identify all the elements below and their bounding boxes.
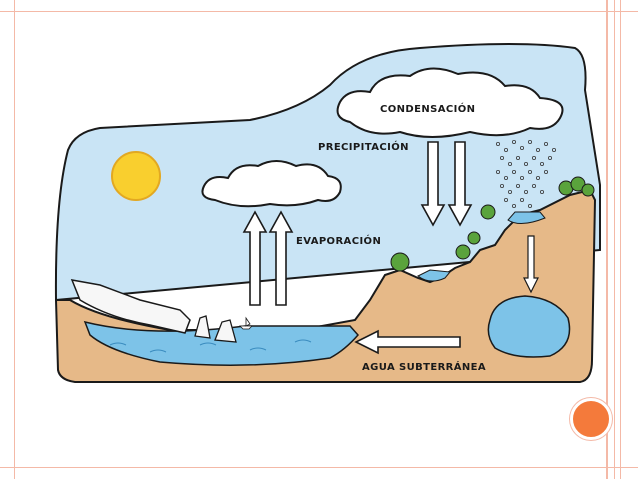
- white-cliffs: [70, 279, 191, 334]
- rain-drops: [495, 139, 557, 208]
- slide-border-right-3: [620, 0, 621, 479]
- slide-border-right-1: [606, 0, 608, 479]
- accent-dot: [570, 398, 612, 440]
- underground-reservoir: [487, 295, 571, 358]
- precipitation-arrow-1: [420, 141, 446, 227]
- label-evaporation: EVAPORACIÓN: [296, 234, 381, 247]
- sea-stack-1: [194, 315, 211, 339]
- infiltration-arrow: [523, 235, 539, 294]
- label-groundwater: AGUA SUBTERRÁNEA: [362, 360, 486, 373]
- sun-icon: [111, 151, 161, 201]
- label-precipitation: PRECIPITACIÓN: [318, 140, 409, 153]
- ocean-waves: [109, 339, 312, 353]
- slide-border-right-2: [614, 0, 615, 479]
- label-condensation: CONDENSACIÓN: [380, 102, 475, 115]
- slide-border-left: [14, 0, 15, 479]
- upper-lake: [417, 269, 451, 282]
- slide-border-top: [0, 11, 638, 12]
- evaporation-cloud: [201, 160, 342, 208]
- precipitation-arrow-2: [447, 141, 473, 227]
- condensation-cloud: [336, 67, 564, 138]
- tree-icons: [390, 176, 595, 272]
- boat-icon: [239, 316, 253, 330]
- groundwater-arrow: [354, 329, 461, 355]
- slide-border-bottom: [0, 467, 638, 468]
- evaporation-arrow-2: [268, 210, 294, 306]
- sea-stack-2: [214, 319, 237, 343]
- evaporation-arrow-1: [242, 210, 268, 306]
- mountain-pool: [507, 211, 546, 224]
